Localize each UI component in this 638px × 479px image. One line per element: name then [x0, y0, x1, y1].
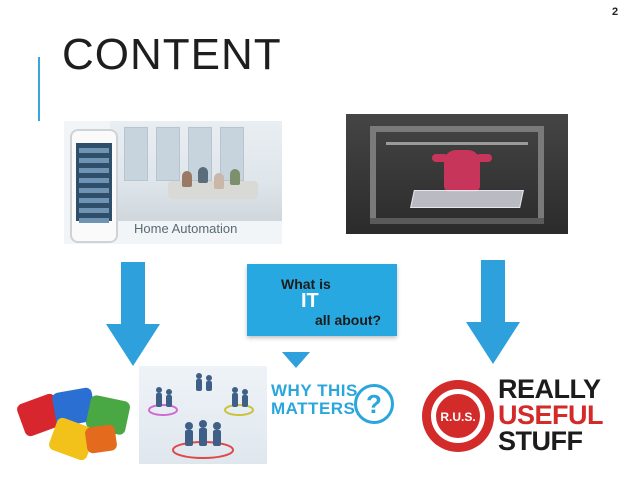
printed-object-ear [432, 154, 448, 162]
rus-line-1: REALLY [498, 374, 601, 404]
person [214, 173, 224, 189]
person [230, 169, 240, 185]
home-automation-image: Home Automation [64, 121, 282, 244]
why-this-matters-text: WHY THIS MATTERS [271, 382, 358, 418]
puzzle-icon [17, 387, 130, 461]
living-room-scene [110, 121, 282, 221]
why-line-2: MATTERS [271, 399, 356, 418]
why-line-1: WHY THIS [271, 381, 358, 400]
callout-line-1: What is [281, 276, 331, 292]
rus-line-2: USEFUL [498, 400, 604, 430]
3d-printer-image [346, 114, 568, 234]
callout-line-3: all about? [315, 312, 382, 328]
window [124, 127, 148, 181]
really-useful-stuff-logo: REALLY USEFUL STUFF [498, 374, 604, 456]
page-number: 2 [612, 6, 619, 18]
down-arrow-icon [106, 262, 160, 366]
down-arrow-icon [466, 260, 520, 364]
seal-icon: R.U.S. [422, 380, 494, 452]
window [156, 127, 180, 181]
printer-bed [410, 190, 524, 208]
people-network-image [139, 366, 267, 464]
person [198, 167, 208, 183]
phone-screen [76, 143, 112, 223]
question-icon: ? [354, 384, 394, 424]
title-accent-line [38, 57, 40, 121]
what-is-it-callout: What is IT all about? [247, 264, 397, 336]
people-network-icon [148, 373, 254, 459]
slide-title: CONTENT [62, 30, 282, 79]
callout-line-2: IT [301, 290, 319, 312]
printer-base [370, 218, 544, 224]
printer-frame [538, 126, 544, 222]
printer-rail [386, 142, 528, 145]
smartphone [70, 129, 118, 243]
rus-line-3: STUFF [498, 426, 583, 456]
printer-frame [370, 126, 376, 222]
person [182, 171, 192, 187]
printer-frame [370, 126, 544, 132]
seal-center-text: R.U.S. [440, 410, 475, 424]
printed-figure [444, 150, 480, 192]
home-automation-label: Home Automation [134, 221, 238, 236]
small-down-triangle-icon [282, 352, 310, 368]
printed-object-ear [476, 154, 492, 162]
